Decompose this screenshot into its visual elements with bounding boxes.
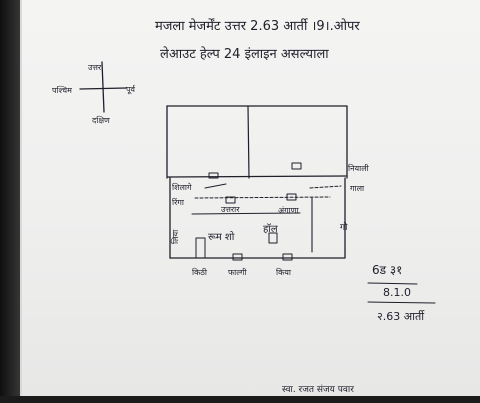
background-shadow-left [0, 0, 22, 403]
label-bottom-right: किया [276, 267, 292, 277]
compass-horizontal-line [79, 87, 127, 90]
header-line-1: मजला मेजर्मेंट उत्तर 2.63 आर्ती ।9।.ओपर [155, 18, 360, 34]
top-block-divider [247, 105, 250, 179]
note-underline-2 [367, 301, 436, 304]
label-right-edge: गो [340, 221, 348, 233]
door-arc [204, 183, 227, 189]
compass: उत्तर दक्षिण पूर्व पश्चिम [52, 61, 136, 125]
label-right-lower: गाला [350, 184, 365, 193]
upper-right-dashed [309, 185, 342, 189]
fixture-center [268, 232, 278, 244]
background-shadow-bottom [0, 396, 480, 403]
window-top-left [208, 172, 219, 179]
compass-west-label: पश्चिम [52, 85, 72, 95]
paper-sheet [20, 0, 480, 398]
note-line-1: 6ड ३१ [372, 263, 402, 277]
middle-wall [167, 175, 347, 178]
top-block-outline [166, 105, 348, 179]
label-left-upper: शिलागे [172, 182, 192, 192]
note-line-2: 8.1.0 [383, 286, 411, 299]
compass-vertical-line [101, 61, 105, 113]
window-mid-left [225, 196, 236, 204]
label-center-left: उत्तरार [221, 205, 240, 214]
label-bottom-left: किठी [192, 267, 208, 277]
label-center-right: अंगाणा [278, 206, 299, 215]
inner-horizontal-wall [191, 212, 301, 215]
floor-plan [166, 105, 348, 261]
label-center-area: रूम शो [208, 231, 235, 243]
label-bottom-mid: फाल्गी [228, 267, 248, 277]
lower-right-wall [319, 177, 346, 259]
compass-north-label: उत्तर [88, 63, 102, 72]
door-bottom-left [195, 237, 206, 259]
label-left-vertical: लिया [170, 229, 180, 244]
note-line-3: २.63 आर्ती [377, 310, 425, 323]
window-mid-right [286, 193, 297, 201]
note-underline-1 [367, 282, 418, 285]
compass-east-label: पूर्व [126, 84, 136, 95]
window-top-right [291, 162, 302, 170]
header-line-2: लेआउट हेल्प 24 इंलाइन असल्याला [160, 46, 329, 62]
inner-partition-dashed [194, 196, 331, 199]
label-right-upper: नियाली [348, 163, 370, 173]
label-center-area-2: हॉल [263, 223, 278, 235]
footer-signature: स्वा. रजत संजय पवार [282, 384, 354, 395]
window-bottom-right [282, 253, 293, 261]
window-bottom-mid [232, 253, 243, 261]
compass-south-label: दक्षिण [92, 115, 110, 125]
label-left-mid: रिंगा [172, 197, 185, 207]
